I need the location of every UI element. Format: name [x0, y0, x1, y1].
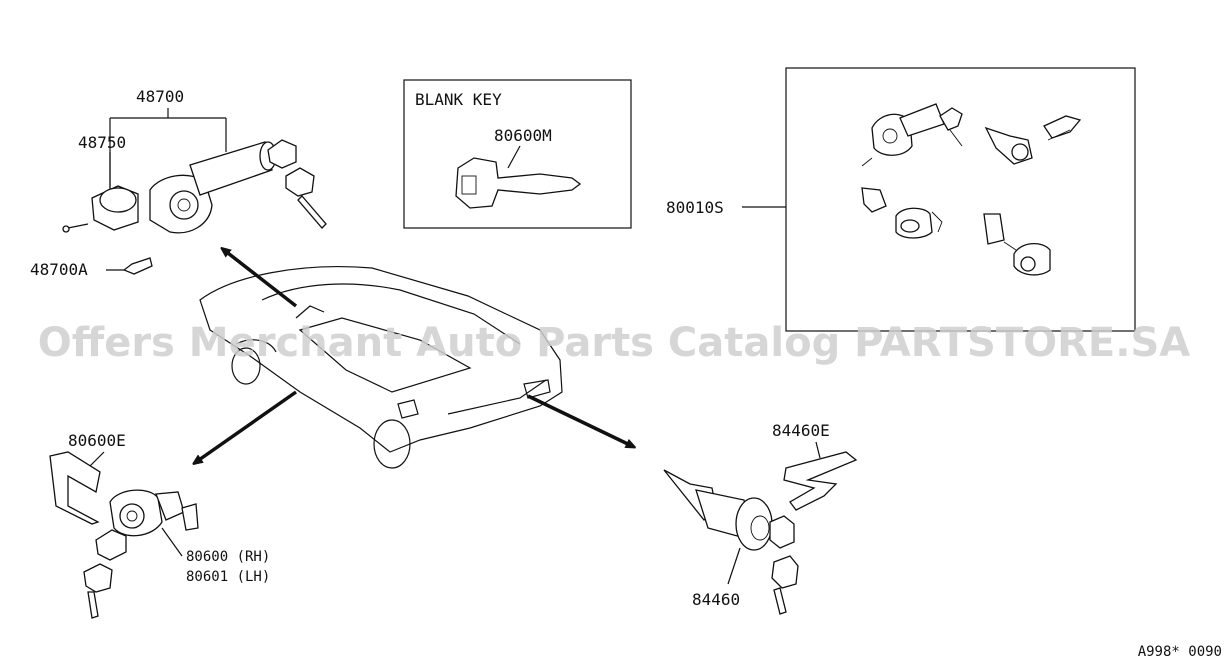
- trunk-lock-assembly: 84460E 84460: [663, 421, 858, 615]
- door-lock-assembly: 80600E 80600 (RH) 80601 (LH): [49, 431, 270, 619]
- car-outline: [199, 266, 563, 469]
- key-blade: [297, 195, 327, 229]
- leader-84460: [727, 547, 741, 585]
- screw-small: [67, 223, 89, 229]
- arrow-to-door-lock: [196, 390, 298, 462]
- ignition-lock-assembly: 48700 48750 48700A: [30, 87, 327, 279]
- blank-key: [455, 157, 582, 209]
- leader-80600: [161, 527, 183, 557]
- label-48700: 48700: [136, 87, 184, 106]
- retainer-80600E: [49, 451, 101, 525]
- leader-80600M: [507, 145, 521, 169]
- trunk-key-1: [769, 515, 795, 549]
- bolt-48700A: [122, 257, 153, 275]
- lock-set-box: 80010S: [666, 67, 1136, 332]
- watermark: Offers Merchant Auto Parts Catalog PARTS…: [38, 320, 1190, 366]
- label-48750: 48750: [78, 133, 126, 152]
- trunk-key-2: [771, 555, 799, 589]
- reference-code: A998* 0090: [1138, 644, 1222, 660]
- label-80600-rh: 80600 (RH): [186, 549, 270, 565]
- trunk-lock-face: [735, 497, 773, 551]
- door-key-2: [83, 563, 113, 593]
- label-84460E: 84460E: [772, 421, 830, 440]
- key-head-1: [267, 139, 297, 169]
- label-80600M: 80600M: [494, 126, 552, 145]
- blank-key-title: BLANK KEY: [415, 90, 502, 109]
- label-48700A: 48700A: [30, 260, 88, 279]
- blank-key-box: BLANK KEY 80600M: [403, 79, 632, 229]
- key-head-2: [285, 167, 315, 197]
- pointer-arrows: [196, 250, 632, 462]
- leader-84460E: [815, 441, 821, 459]
- door-key-1: [95, 529, 127, 561]
- retainer-84460E: [783, 451, 858, 511]
- label-80601-lh: 80601 (LH): [186, 569, 270, 585]
- label-80600E: 80600E: [68, 431, 126, 450]
- label-84460: 84460: [692, 590, 740, 609]
- arrow-to-ignition: [224, 250, 298, 308]
- lock-set-frame: [785, 67, 1136, 332]
- bracket-48700: [109, 108, 227, 190]
- arrow-to-trunk-lock: [527, 394, 632, 446]
- blank-key-frame: [403, 79, 632, 229]
- label-80010S: 80010S: [666, 198, 724, 217]
- column-tube: [189, 141, 273, 196]
